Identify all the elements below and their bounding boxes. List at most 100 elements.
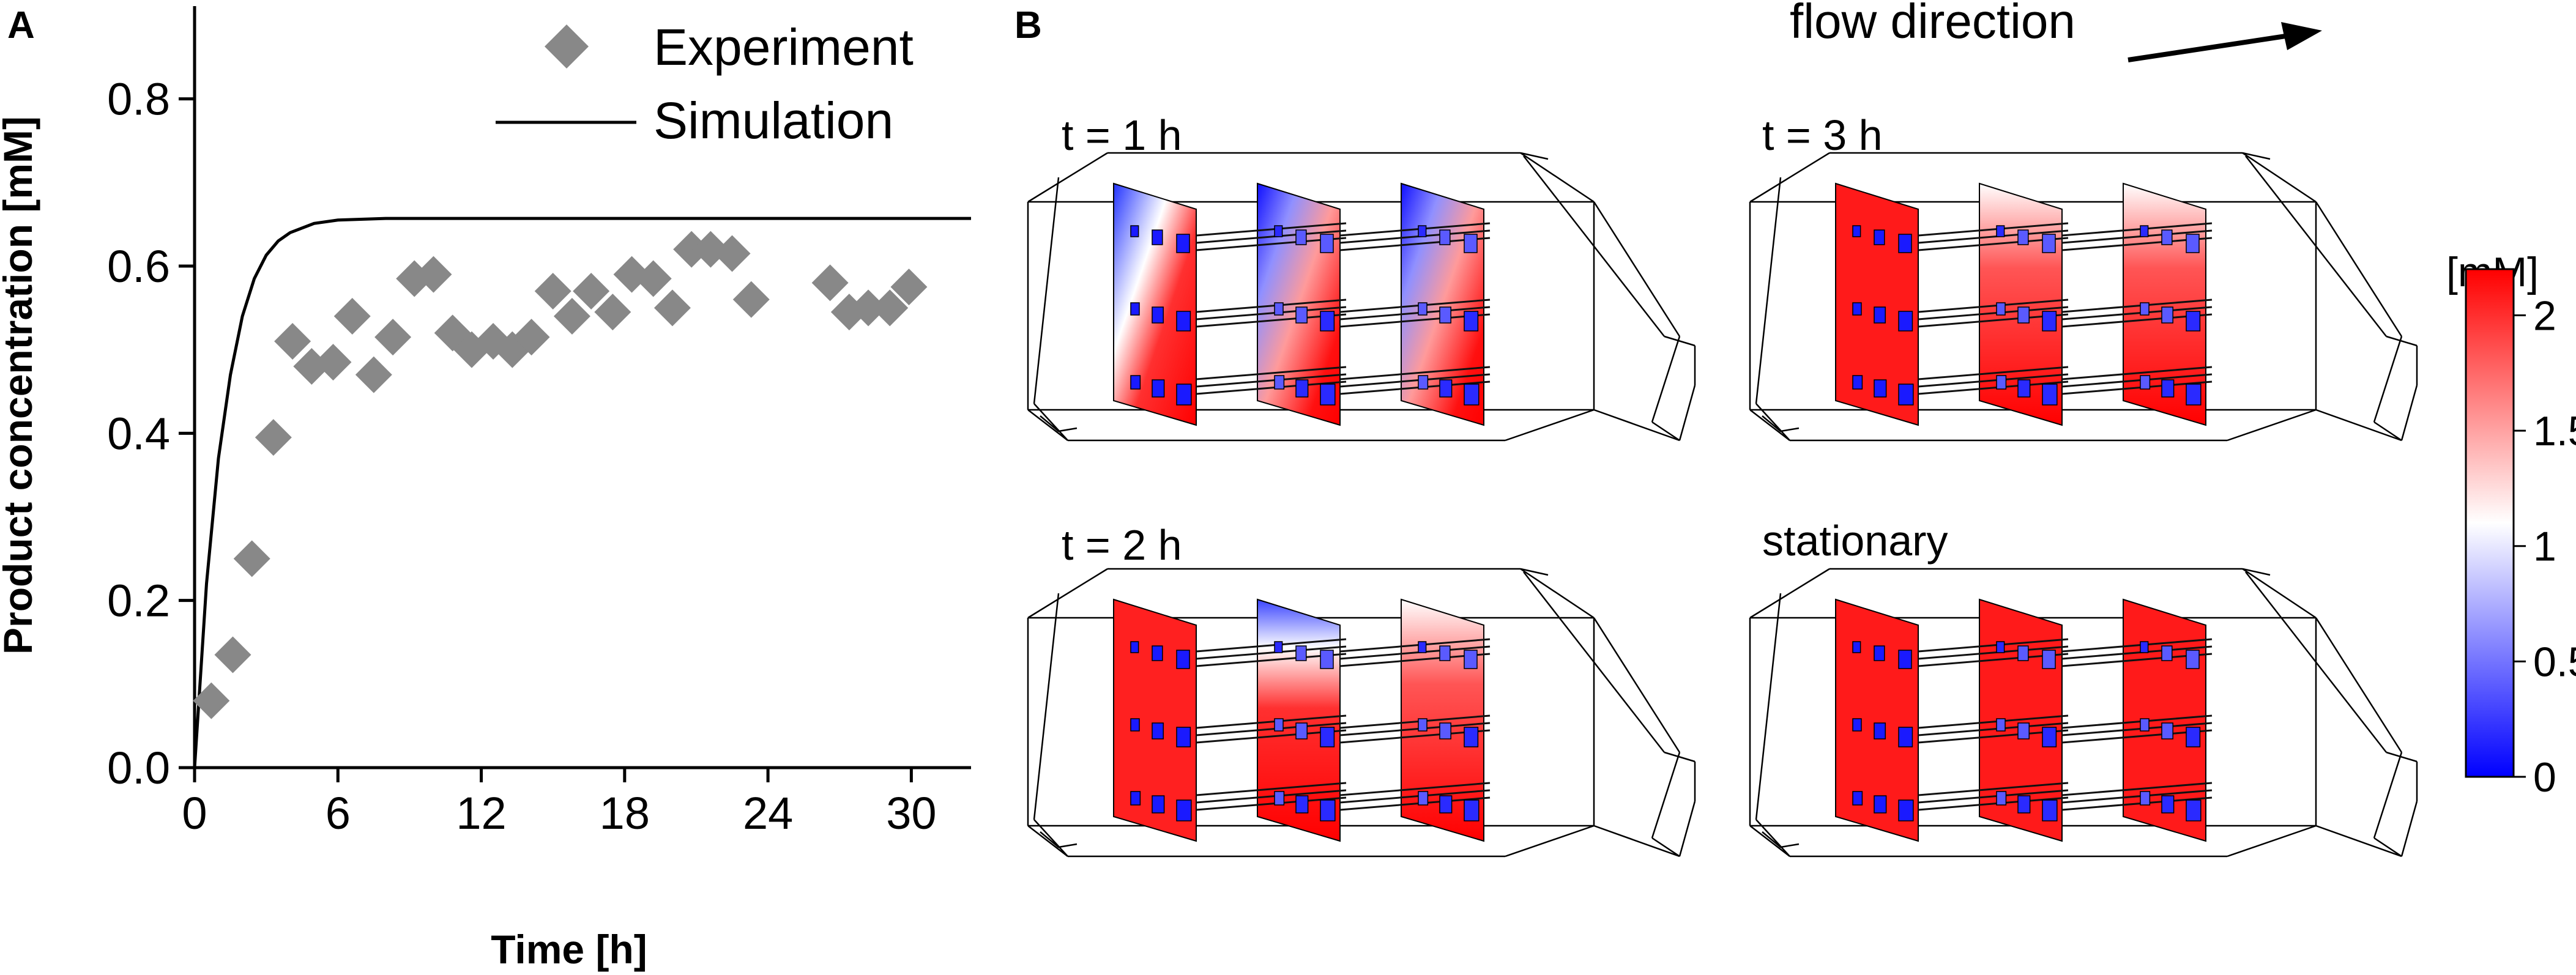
colorbar-gradient bbox=[2465, 268, 2515, 778]
pipe-line bbox=[2061, 306, 2213, 321]
series-line-simulation bbox=[193, 217, 971, 768]
pipe-cross-section bbox=[2186, 311, 2201, 332]
x-tick-label: 12 bbox=[456, 788, 506, 839]
colorbar-tick-label: 1.5 bbox=[2533, 408, 2576, 454]
colorbar-tick-label: 2 bbox=[2533, 292, 2556, 339]
plane-surface bbox=[1835, 598, 1919, 842]
pipe-cross-section bbox=[1176, 727, 1191, 747]
legend: Experiment Simulation bbox=[496, 18, 914, 149]
pipe-line bbox=[1339, 366, 1491, 380]
pipe-cross-section bbox=[1464, 311, 1479, 332]
pipe-cross-section bbox=[2017, 306, 2030, 324]
pipe-cross-section bbox=[1176, 384, 1192, 406]
legend-label-simulation: Simulation bbox=[653, 92, 893, 149]
pipe-cross-section bbox=[2140, 641, 2149, 653]
pipe-cross-section bbox=[1295, 379, 1309, 398]
pipe-cross-section bbox=[2017, 722, 2030, 740]
pipe-cross-section bbox=[2042, 311, 2057, 332]
x-tick-label: 30 bbox=[886, 788, 936, 839]
pipe-cross-section bbox=[2017, 795, 2031, 814]
pipe-line bbox=[1196, 222, 1347, 237]
pipe-line bbox=[1339, 638, 1491, 653]
pipe-cross-section bbox=[1874, 306, 1886, 324]
data-point-experiment bbox=[653, 289, 691, 327]
concentration-plane bbox=[1339, 598, 1491, 842]
pipe-line bbox=[1918, 789, 2069, 804]
pipe-line bbox=[2061, 789, 2213, 804]
concentration-plane bbox=[1113, 182, 1197, 426]
data-point-experiment bbox=[573, 273, 610, 310]
view-stationary bbox=[1749, 568, 2418, 858]
pipe-cross-section bbox=[1852, 641, 1861, 653]
flow-arrow-line bbox=[2127, 33, 2290, 62]
pipe-line bbox=[1196, 789, 1347, 804]
series-points-experiment bbox=[193, 231, 928, 719]
pipe-cross-section bbox=[1852, 375, 1863, 390]
pipe-line bbox=[1339, 645, 1491, 660]
pipe-cross-section bbox=[1898, 384, 1914, 406]
pipe-cross-section bbox=[1295, 306, 1308, 324]
flow-arrow-head bbox=[2281, 22, 2322, 50]
data-point-experiment bbox=[673, 231, 710, 268]
pipe-cross-section bbox=[1996, 641, 2005, 653]
data-point-experiment bbox=[871, 289, 909, 327]
pipe-line bbox=[2061, 298, 2213, 313]
pipe-cross-section bbox=[2140, 791, 2151, 806]
pipe-cross-section bbox=[1152, 379, 1165, 398]
pipe-cross-section bbox=[1418, 641, 1427, 653]
pipe-cross-section bbox=[1295, 722, 1308, 740]
pipe-cross-section bbox=[1418, 791, 1429, 806]
pipe-line bbox=[2061, 222, 2213, 237]
pipe-cross-section bbox=[2186, 727, 2201, 747]
pipe-cross-section bbox=[1320, 727, 1335, 747]
pipe-line bbox=[1918, 714, 2069, 729]
pipe-cross-section bbox=[1418, 718, 1428, 732]
data-point-experiment bbox=[850, 289, 887, 327]
pipe-cross-section bbox=[1274, 225, 1283, 237]
x-tick-label: 6 bbox=[326, 788, 351, 839]
pipe-cross-section bbox=[1320, 311, 1335, 332]
pipe-cross-section bbox=[1176, 234, 1190, 253]
pipe-line bbox=[1196, 645, 1347, 660]
pipe-line bbox=[1196, 782, 1347, 796]
panel-b: B flow direction t = 1 h t = 3 h t = 2 h… bbox=[1014, 0, 2576, 858]
pipe-line bbox=[1918, 306, 2069, 321]
pipe-cross-section bbox=[1152, 645, 1163, 661]
data-point-experiment bbox=[732, 281, 770, 318]
data-point-experiment bbox=[355, 356, 392, 393]
pipe-cross-section bbox=[2186, 650, 2200, 669]
pipe-cross-section bbox=[1439, 229, 1451, 245]
data-point-experiment bbox=[811, 264, 849, 302]
pipe-cross-section bbox=[1152, 722, 1164, 740]
pipe-cross-section bbox=[1320, 384, 1336, 406]
pipe-cross-section bbox=[1464, 384, 1480, 406]
pipe-cross-section bbox=[1320, 234, 1334, 253]
pipe-cross-section bbox=[2161, 306, 2173, 324]
pipe-cross-section bbox=[1152, 795, 1165, 814]
pipe-cross-section bbox=[1152, 306, 1164, 324]
pipe-line bbox=[1918, 722, 2069, 736]
pipe-cross-section bbox=[1852, 302, 1862, 316]
pipe-cross-section bbox=[1320, 799, 1336, 821]
panel-label-a: A bbox=[7, 4, 35, 46]
pipe-line bbox=[1339, 222, 1491, 237]
pipe-cross-section bbox=[1874, 795, 1887, 814]
reactor-views bbox=[1027, 152, 2418, 858]
pipe-cross-section bbox=[1295, 645, 1307, 661]
pipe-cross-section bbox=[1274, 718, 1284, 732]
y-ticks: 0.00.20.40.60.8 bbox=[107, 74, 195, 793]
reactor-outline bbox=[1027, 152, 1696, 442]
colorbar-tick-label: 1 bbox=[2533, 524, 2556, 570]
y-axis-label: Product concentration [mM] bbox=[0, 116, 40, 654]
pipe-cross-section bbox=[1439, 306, 1451, 324]
x-tick-label: 24 bbox=[743, 788, 793, 839]
pipe-cross-section bbox=[2186, 384, 2202, 406]
flow-direction-label: flow direction bbox=[1790, 0, 2075, 48]
pipe-line bbox=[1339, 229, 1491, 244]
pipe-cross-section bbox=[1130, 718, 1140, 732]
view-label-2h: t = 2 h bbox=[1062, 521, 1182, 569]
pipe-cross-section bbox=[2017, 229, 2029, 245]
concentration-plane bbox=[1835, 598, 1919, 842]
